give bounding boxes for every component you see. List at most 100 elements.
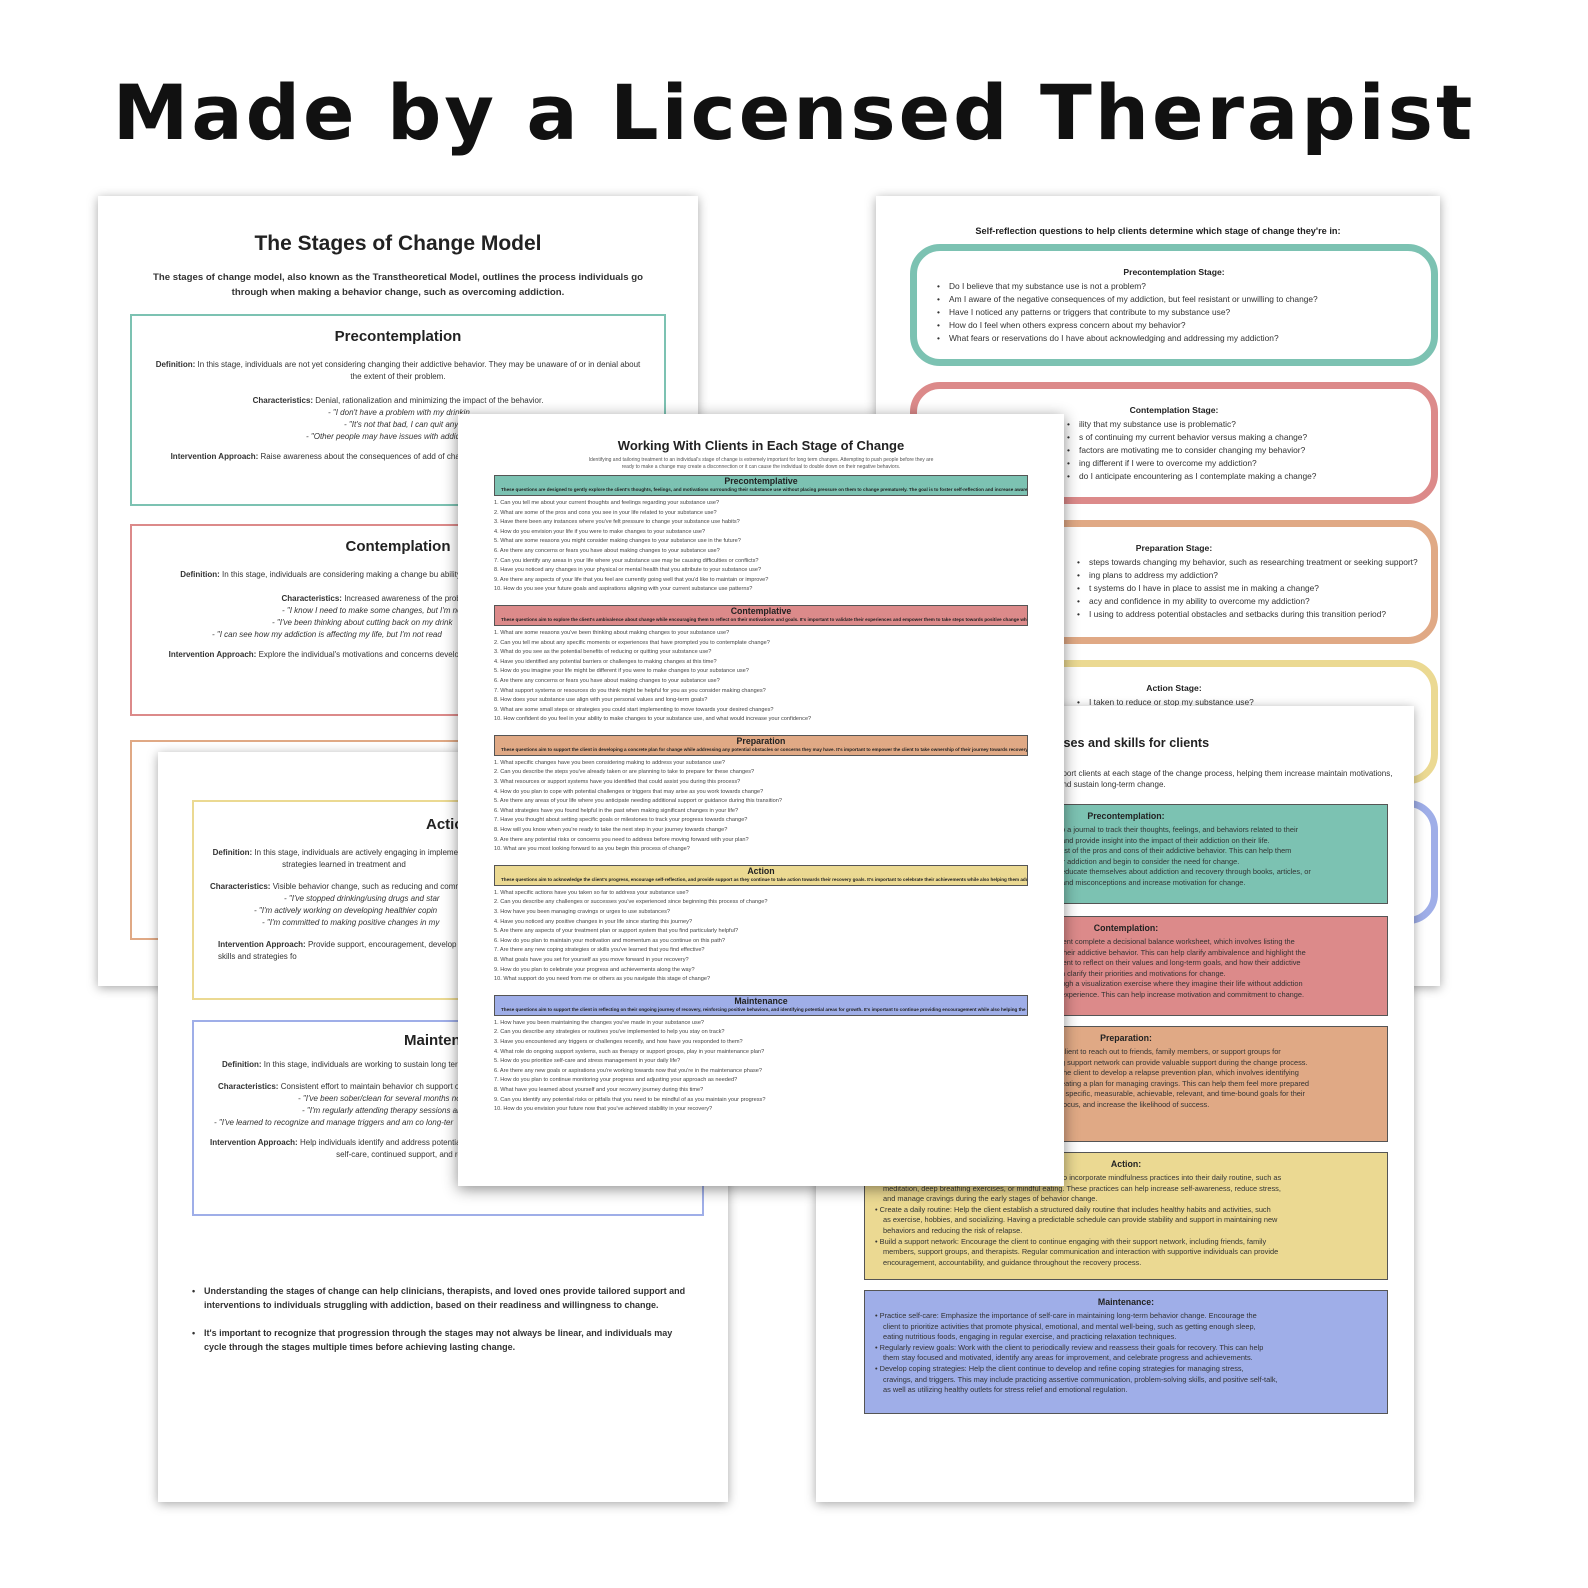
intervention: Intervention Approach: Provide support, …	[218, 940, 483, 961]
list-item: I using to address potential obstacles a…	[1075, 608, 1413, 621]
question-item: 10. How do you envision your future now …	[494, 1106, 713, 1113]
question-item: 1. Can you tell me about your current th…	[494, 500, 720, 506]
list-item: ing different if I were to overcome my a…	[1065, 457, 1413, 470]
quote: - "I'm committed to making positive chan…	[262, 918, 440, 927]
question-list: Do I believe that my substance use is no…	[935, 280, 1413, 345]
section-subtitle: These questions aim to support the clien…	[501, 746, 1027, 752]
quote: - "I've learned to recognize and manage …	[214, 1118, 454, 1127]
question-item: 9. Can you identify any potential risks …	[494, 1096, 766, 1103]
list-item: ility that my substance use is problemat…	[1065, 418, 1413, 431]
question-item: 7. Are there any new coping strategies o…	[494, 947, 705, 954]
page-working-with-clients: Working With Clients in Each Stage of Ch…	[458, 414, 1064, 1186]
contemplation-box: Contemplation Definition: In this stage,…	[130, 524, 666, 716]
quote: - "I know I need to make some changes, b…	[282, 606, 462, 615]
question-list: 1. What are some reasons you've been thi…	[458, 629, 1064, 725]
question-item: 3. Have there been any instances where y…	[494, 519, 740, 526]
question-list: steps towards changing my behavior, such…	[935, 556, 1418, 621]
list-item: Have I noticed any patterns or triggers …	[935, 306, 1413, 319]
list-item: I taken to reduce or stop my substance u…	[1075, 696, 1413, 709]
question-item: 10. What support do you need from me or …	[494, 976, 711, 983]
question-item: 6. Are there any concerns or fears you h…	[494, 677, 720, 684]
stage-heading: Precontemplation Stage:	[1123, 267, 1225, 277]
intervention: Intervention Approach: Raise awareness a…	[170, 452, 560, 461]
quote: - "I don't have a problem with my drinki…	[328, 408, 470, 417]
intro-line: ready to make a change may create a disc…	[621, 464, 901, 470]
question-item: 4. How do you plan to cope with potentia…	[494, 788, 764, 795]
question-item: 1. What are some reasons you've been thi…	[494, 629, 730, 636]
question-item: 5. What are some reasons you might consi…	[494, 538, 741, 545]
quote: - "I'm regularly attending therapy sessi…	[302, 1106, 473, 1115]
summary-list: •Understanding the stages of change can …	[192, 1284, 692, 1354]
contemplation-heading: Contemplation	[345, 538, 451, 555]
action-heading: Actic	[426, 816, 463, 833]
section-title: Contemplative	[730, 605, 792, 616]
list-item: What fears or reservations do I have abo…	[935, 332, 1413, 345]
question-item: 6. How do you plan to maintain your moti…	[494, 937, 726, 944]
characteristics: Characteristics: Consistent effort to ma…	[218, 1082, 479, 1091]
action-skills: Action: to incorporate mindfulness pract…	[864, 1152, 1388, 1280]
question-item: 6. What strategies have you found helpfu…	[494, 807, 739, 814]
quote: - "I can see how my addiction is affecti…	[212, 630, 442, 639]
question-item: 2. What are some of the pros and cons yo…	[494, 509, 717, 516]
list-item: Do I believe that my substance use is no…	[935, 280, 1413, 293]
quote: - "I'm actively working on developing he…	[254, 906, 438, 915]
intervention: Intervention Approach: Explore the indiv…	[168, 650, 556, 659]
page-title: Self-reflection questions to help client…	[975, 226, 1341, 236]
question-item: 5. How do you prioritize self-care and s…	[494, 1058, 681, 1065]
question-item: 7. What support systems or resources do …	[494, 687, 766, 694]
section-title: Precontemplative	[724, 476, 798, 486]
question-item: 10. How confident do you feel in your ab…	[494, 716, 812, 723]
section-subtitle: These questions aim to explore the clien…	[501, 616, 1027, 622]
stage-heading: Contemplation Stage:	[1129, 405, 1219, 415]
precontemplation-box: Precontemplation Definition: In this sta…	[130, 314, 666, 506]
page-title: ises and skills for clients	[1060, 736, 1210, 750]
section-title: Maintenance	[734, 995, 788, 1006]
list-item: •It's important to recognize that progre…	[192, 1328, 673, 1352]
question-item: 8. What goals have you set for yourself …	[494, 956, 689, 963]
question-item: 2. Can you describe any challenges or su…	[494, 899, 768, 906]
list-item: steps towards changing my behavior, such…	[1075, 556, 1418, 569]
section-title: Action	[747, 865, 775, 876]
question-item: 8. What have you learned about yourself …	[494, 1086, 704, 1093]
precontemplation-heading: Precontemplation	[334, 328, 462, 345]
stage-heading: Preparation Stage:	[1135, 543, 1213, 553]
question-item: 9. What are some small steps or strategi…	[494, 706, 774, 713]
question-item: 9. Are there any aspects of your life th…	[494, 576, 769, 583]
question-item: 3. What resources or support systems hav…	[494, 779, 741, 786]
question-item: 6. Are there any new goals or aspiration…	[494, 1067, 762, 1074]
headline: Made by a Licensed Therapist	[112, 68, 1476, 157]
question-item: 3. Have you encountered any triggers or …	[494, 1038, 743, 1045]
question-item: 8. How will you know when you're ready t…	[494, 827, 728, 834]
question-list: 1. How have you been maintaining the cha…	[458, 1019, 1064, 1115]
question-item: 1. How have you been maintaining the cha…	[494, 1019, 705, 1026]
list-item: factors are motivating me to consider ch…	[1065, 444, 1413, 457]
list-item: acy and confidence in my ability to over…	[1075, 595, 1413, 608]
section-subtitle: These questions aim to support the clien…	[501, 1006, 1027, 1012]
section-title: Preparation	[736, 735, 786, 746]
characteristics: Characteristics: Increased awareness of …	[281, 594, 515, 603]
question-item: 3. How have you been managing cravings o…	[494, 909, 670, 915]
intro-text: pport clients at each stage of the chang…	[1058, 769, 1393, 789]
question-list: 1. What specific actions have you taken …	[458, 889, 1064, 985]
stage-heading: Action Stage:	[1146, 683, 1202, 693]
question-item: 7. Have you thought about setting specif…	[494, 817, 748, 824]
question-item: 9. How do you plan to celebrate your pro…	[494, 966, 695, 973]
question-item: 4. What role do ongoing support systems,…	[494, 1048, 765, 1055]
question-item: 6. Are there any concerns or fears you h…	[494, 547, 720, 554]
question-item: 7. Can you identify any areas in your li…	[494, 557, 759, 564]
definition: Definition: In this stage, individuals a…	[222, 1060, 458, 1069]
characteristics: Characteristics: Denial, rationalization…	[252, 396, 544, 405]
maintenance-heading: Mainten	[404, 1032, 461, 1049]
question-item: 2. Can you tell me about any specific mo…	[494, 639, 770, 646]
question-item: 5. How do you imagine your life might be…	[494, 668, 749, 675]
list-item: •Understanding the stages of change can …	[192, 1286, 686, 1310]
quote: - "It's not that bad, I can quit anytim	[344, 420, 469, 429]
characteristics: Characteristics: Visible behavior change…	[210, 882, 507, 891]
list-item: Am I aware of the negative consequences …	[935, 293, 1413, 306]
question-item: 8. Have you noticed any changes in your …	[494, 567, 762, 574]
